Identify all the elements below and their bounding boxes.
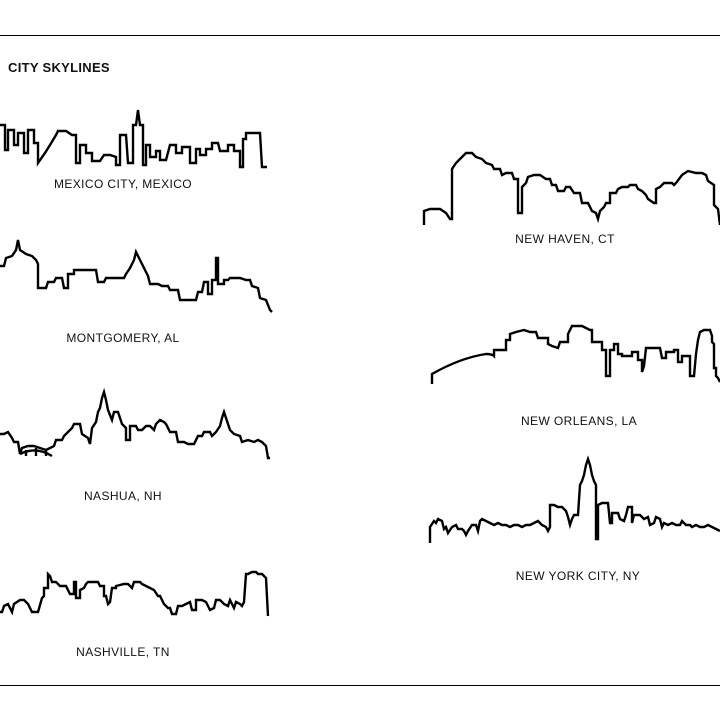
city-label-new-york-city: NEW YORK CITY, NY — [515, 569, 641, 583]
skyline-montgomery — [0, 239, 273, 313]
skyline-nashville — [0, 570, 270, 617]
city-label-montgomery: MONTGOMERY, AL — [66, 331, 180, 345]
skyline-new-york-city — [428, 455, 720, 543]
bottom-rule — [0, 685, 720, 686]
skyline-nashua — [0, 387, 270, 460]
city-label-new-haven: NEW HAVEN, CT — [515, 232, 615, 246]
skyline-mexico-city — [0, 109, 267, 169]
skyline-new-orleans — [430, 324, 720, 384]
city-label-new-orleans: NEW ORLEANS, LA — [520, 414, 638, 428]
page-title: CITY SKYLINES — [8, 60, 110, 75]
city-label-mexico-city: MEXICO CITY, MEXICO — [53, 177, 193, 191]
skyline-new-haven — [422, 151, 720, 226]
top-rule — [0, 35, 720, 36]
city-label-nashua: NASHUA, NH — [83, 489, 163, 503]
city-label-nashville: NASHVILLE, TN — [76, 645, 170, 659]
